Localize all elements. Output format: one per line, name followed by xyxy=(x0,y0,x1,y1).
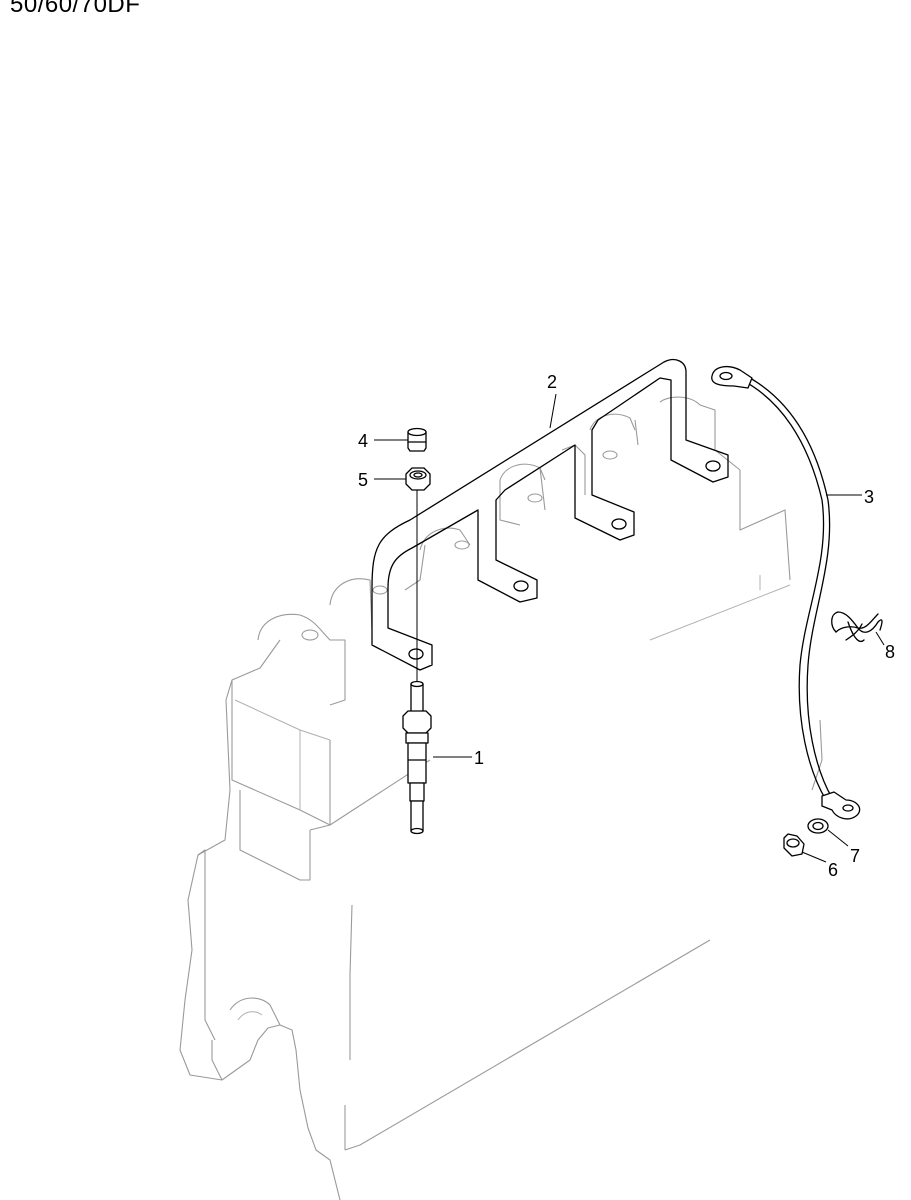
washer xyxy=(807,818,829,834)
cable-clip xyxy=(831,611,883,643)
callout-7: 7 xyxy=(850,846,860,866)
callout-3: 3 xyxy=(864,487,874,507)
callout-8: 8 xyxy=(885,642,895,662)
leader-lines xyxy=(374,393,885,863)
nut xyxy=(405,467,431,491)
callout-labels: 1 2 3 4 5 6 7 8 xyxy=(358,372,895,880)
callout-4: 4 xyxy=(358,431,368,451)
engine-block xyxy=(179,396,823,1200)
screw xyxy=(407,427,427,452)
page-title: 50/60/70DF xyxy=(10,0,141,18)
ground-cable xyxy=(711,365,861,820)
callout-6: 6 xyxy=(828,860,838,880)
callout-5: 5 xyxy=(358,470,368,490)
callout-1: 1 xyxy=(474,748,484,768)
glow-plug xyxy=(402,680,432,835)
hex-nut xyxy=(783,833,805,857)
callout-2: 2 xyxy=(547,372,557,392)
harness-bracket xyxy=(371,358,729,671)
